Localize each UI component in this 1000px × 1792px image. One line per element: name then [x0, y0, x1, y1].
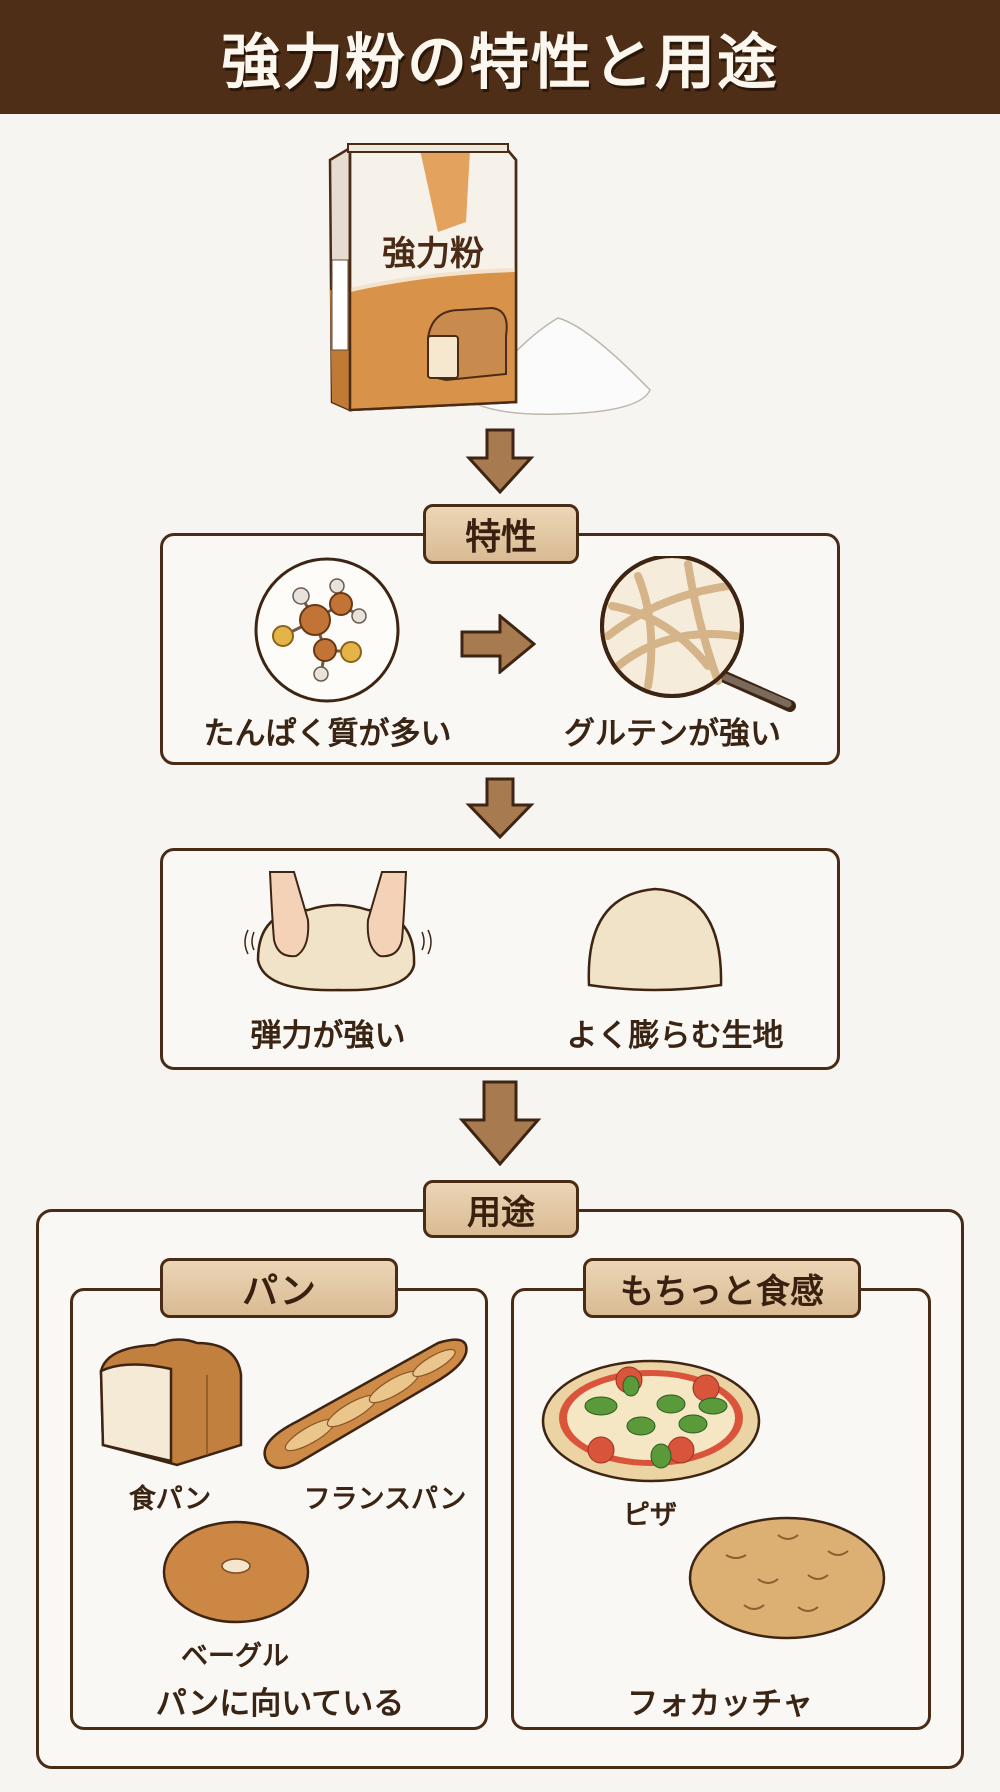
characteristics-tag: 特性	[423, 504, 579, 564]
svg-text:強力粉: 強力粉	[382, 234, 484, 274]
flour-bag-icon: 強力粉	[320, 140, 680, 430]
french-bread-label: フランスパン	[303, 1484, 467, 1515]
baguette-icon	[258, 1333, 472, 1473]
protein-label: たんぱく質が多い	[203, 716, 452, 752]
chewy-texture-tag: もちっと食感	[583, 1258, 861, 1318]
bread-tag: パン	[160, 1258, 398, 1318]
elasticity-label: 弾力が強い	[250, 1018, 406, 1054]
rising-dough-label: よく膨らむ生地	[566, 1018, 784, 1054]
down-arrow-icon	[458, 1080, 542, 1166]
pizza-icon	[541, 1358, 761, 1484]
page-title: 強力粉の特性と用途	[221, 27, 779, 98]
kneading-hands-icon	[238, 870, 438, 995]
loaf-bread-icon	[97, 1335, 245, 1467]
title-banner: 強力粉の特性と用途	[0, 0, 1000, 114]
protein-molecule-icon	[253, 556, 401, 704]
bread-suitability-note: パンに向いている	[155, 1686, 405, 1722]
chewy-texture-panel	[511, 1288, 931, 1730]
gluten-magnifier-icon	[598, 554, 798, 716]
bagel-icon	[162, 1520, 310, 1624]
uses-tag: 用途	[423, 1180, 579, 1238]
bagel-label: ベーグル	[181, 1641, 289, 1672]
focaccia-icon	[688, 1515, 886, 1641]
down-arrow-icon	[465, 428, 535, 494]
dough-ball-icon	[585, 885, 725, 997]
focaccia-label: フォカッチャ	[627, 1686, 813, 1722]
pizza-label: ピザ	[623, 1500, 677, 1531]
down-arrow-icon	[465, 777, 535, 839]
gluten-label: グルテンが強い	[564, 716, 781, 752]
shokupan-label: 食パン	[128, 1484, 212, 1515]
right-arrow-icon	[460, 614, 536, 674]
